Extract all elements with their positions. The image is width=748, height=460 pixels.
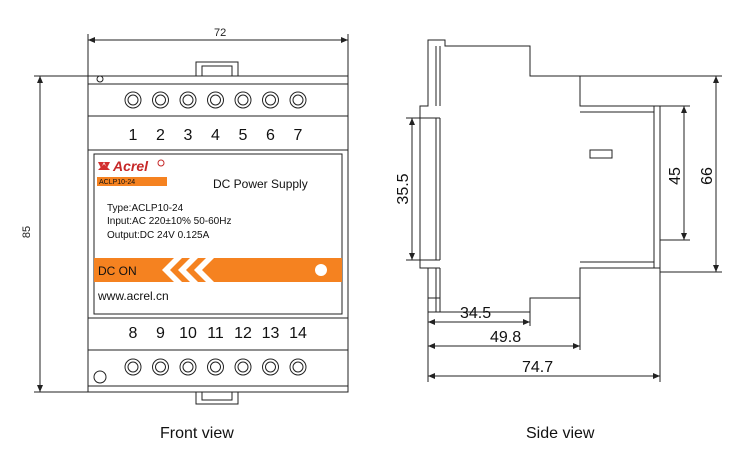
terminal-screw-icon [152,358,169,376]
terminal-screw-icon [289,91,307,109]
terminal-screw-icon [152,91,169,109]
model-badge [97,177,167,186]
website: www.acrel.cn [97,289,169,303]
terminal-screw-icon [207,358,224,376]
terminal-screw-inner [237,94,249,106]
dim-74-7-text: 74.7 [522,359,553,376]
terminal-number: 4 [211,127,220,144]
width-dimension-text: 72 [214,27,226,39]
terminal-number: 5 [239,127,248,144]
dim-45-text: 45 [667,167,684,185]
terminal-screw-icon [124,358,142,376]
terminal-screw-inner [155,94,166,106]
bottom-terminal-screws [124,358,307,376]
terminal-screw-inner [292,94,304,106]
terminal-screw-icon [124,91,142,109]
terminal-screw-inner [155,361,166,373]
type-line: Type:ACLP10-24 [107,203,184,214]
dc-on-strip [94,258,342,282]
terminal-screw-icon [207,91,224,109]
terminal-number: 7 [294,127,303,144]
terminal-screw-inner [210,94,221,106]
dim-49-8-text: 49.8 [490,329,521,346]
terminal-number: 6 [266,127,275,144]
terminal-screw-inner [265,94,276,106]
side-view [406,39,722,382]
terminal-number: 1 [129,127,138,144]
top-terminal-numbers: 1 2 3 4 5 6 7 [129,127,303,144]
terminal-number: 2 [156,127,165,144]
dim-34-5-text: 34.5 [460,305,491,322]
top-din-clip-inner [201,65,233,77]
terminal-screw-inner [292,361,304,373]
terminal-screw-inner [265,361,276,373]
top-terminal-screws [124,91,307,109]
front-view-caption: Front view [160,425,234,442]
terminal-screw-inner [182,94,194,106]
terminal-number: 11 [207,325,224,342]
terminal-number: 10 [179,325,197,342]
acrel-logo-icon [98,162,110,170]
led-indicator-icon [315,264,327,276]
terminal-number: 12 [234,325,252,342]
terminal-screw-icon [289,358,307,376]
terminal-screw-icon [179,358,197,376]
terminal-screw-inner [210,361,221,373]
terminal-screw-icon [234,358,252,376]
side-slot [589,149,613,159]
front-view [34,34,349,405]
bottom-terminal-numbers: 8 9 10 11 12 13 14 [129,325,307,342]
terminal-screw-inner [127,361,139,373]
terminal-screw-icon [262,91,279,109]
dc-on-label: DC ON [98,264,137,278]
terminal-number: 13 [262,325,280,342]
terminal-number: 3 [184,127,193,144]
side-profile-outline [419,39,661,313]
terminal-screw-inner [127,94,139,106]
registered-mark-icon [157,159,165,167]
side-view-caption: Side view [526,425,595,442]
height-dimension-text: 85 [21,226,33,238]
terminal-number: 8 [129,325,138,342]
dim-66-text: 66 [699,167,716,185]
bottom-din-clip-inner [201,391,233,401]
terminal-screw-icon [179,91,197,109]
terminal-screw-icon [262,358,279,376]
dim-35-5-text: 35.5 [395,173,412,204]
output-line: Output:DC 24V 0.125A [107,230,210,241]
product-name: DC Power Supply [213,177,308,191]
chevron-left-icon [162,258,214,282]
terminal-screw-inner [182,361,194,373]
terminal-screw-icon [234,91,252,109]
brand-name: Acrel [112,158,149,174]
input-line: Input:AC 220±10% 50-60Hz [107,216,231,227]
model-badge-text: ACLP10-24 [99,179,135,186]
terminal-number: 14 [289,325,307,342]
terminal-screw-inner [237,361,249,373]
terminal-number: 9 [156,325,165,342]
